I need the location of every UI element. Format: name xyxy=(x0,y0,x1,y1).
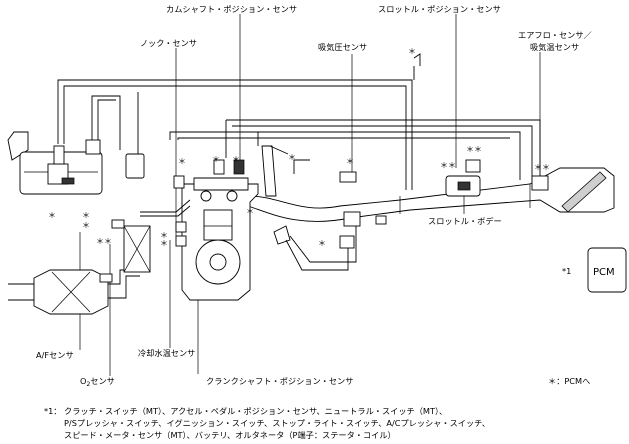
footnote-line2: P/Sプレッシャ・スイッチ、イグニッション・スイッチ、ストップ・ライト・スイッチ… xyxy=(64,418,490,428)
mark: ＊＊ xyxy=(466,145,482,154)
label-af-sensor: A/Fセンサ xyxy=(36,350,74,360)
label-map-sensor: 吸気圧センサ xyxy=(318,42,367,52)
throttle-body xyxy=(445,159,481,197)
label-knock-sensor: ノック・センサ xyxy=(140,38,197,48)
pcm-ref: *1 xyxy=(562,266,571,276)
pcm-marks: ＊ ＊ ＊ ＊ ＊ ＊ ＊＊ ＊＊ ＊＊ ＊ ＊ ＊ ＊＊ ＊ ＊ ＊ ＊ xyxy=(48,47,550,248)
footnote-line1: クラッチ・スイッチ（MT）、アクセル・ペダル・ポジション・センサ、ニュートラル・… xyxy=(64,406,447,416)
map-sensor xyxy=(339,171,357,183)
mark: ＊ xyxy=(246,207,254,216)
label-throttle-body: スロットル・ボデー xyxy=(428,216,502,226)
legend-pcm: ＊：PCMへ xyxy=(548,376,590,386)
fuel-tank xyxy=(7,131,103,195)
exhaust-system xyxy=(8,225,151,315)
injector xyxy=(261,145,289,197)
mark: ＊＊ xyxy=(96,237,112,246)
mark: ＊＊ xyxy=(534,163,550,172)
label-coolant-sensor: 冷却水温センサ xyxy=(138,348,195,358)
airflow-sensor xyxy=(531,175,549,191)
component-labels: カムシャフト・ポジション・センサ スロットル・ポジション・センサ エアフロ・セン… xyxy=(36,4,592,388)
label-o2-sensor: O2センサ xyxy=(80,376,115,388)
mark: ＊ xyxy=(408,47,416,56)
mark: ＊ xyxy=(48,211,56,220)
mark: ＊ xyxy=(212,155,220,164)
vacuum-valves xyxy=(273,211,387,271)
label-airflow-sensor-line2: 吸気温センサ xyxy=(530,42,579,52)
intake-duct xyxy=(247,167,615,222)
mark: ＊＊ xyxy=(440,161,456,170)
engine-block xyxy=(140,177,259,301)
exhaust-sensors xyxy=(99,219,125,283)
pcm-unit: PCM *1 xyxy=(562,247,627,293)
footnote: *1： クラッチ・スイッチ（MT）、アクセル・ペダル・ポジション・センサ、ニュー… xyxy=(44,406,490,440)
mark: ＊ xyxy=(160,231,168,240)
mark: ＊ xyxy=(82,221,90,230)
wiring-harness xyxy=(57,53,541,190)
footnote-line3: スピード・メータ・センサ（MT）、バッテリ、オルタネータ（P端子：ステータ・コイ… xyxy=(64,430,396,440)
knock-sensor xyxy=(173,175,187,247)
mark: ＊ xyxy=(82,211,90,220)
cam-sensor xyxy=(213,159,245,175)
pcm-label: PCM xyxy=(593,267,615,278)
mark: ＊ xyxy=(178,157,186,166)
canister xyxy=(125,153,145,179)
mark: ＊ xyxy=(318,239,326,248)
mark: ＊ xyxy=(288,153,296,162)
mark: ＊ xyxy=(160,239,168,248)
label-airflow-sensor-line1: エアフロ・センサ／ xyxy=(518,30,592,40)
footnote-marker: *1： xyxy=(44,406,62,416)
label-crank-sensor: クランクシャフト・ポジション・センサ xyxy=(206,376,353,386)
mark: ＊ xyxy=(346,157,354,166)
mark: ＊ xyxy=(232,155,240,164)
label-cam-sensor: カムシャフト・ポジション・センサ xyxy=(166,4,297,14)
label-throttle-position-sensor: スロットル・ポジション・センサ xyxy=(378,4,501,14)
